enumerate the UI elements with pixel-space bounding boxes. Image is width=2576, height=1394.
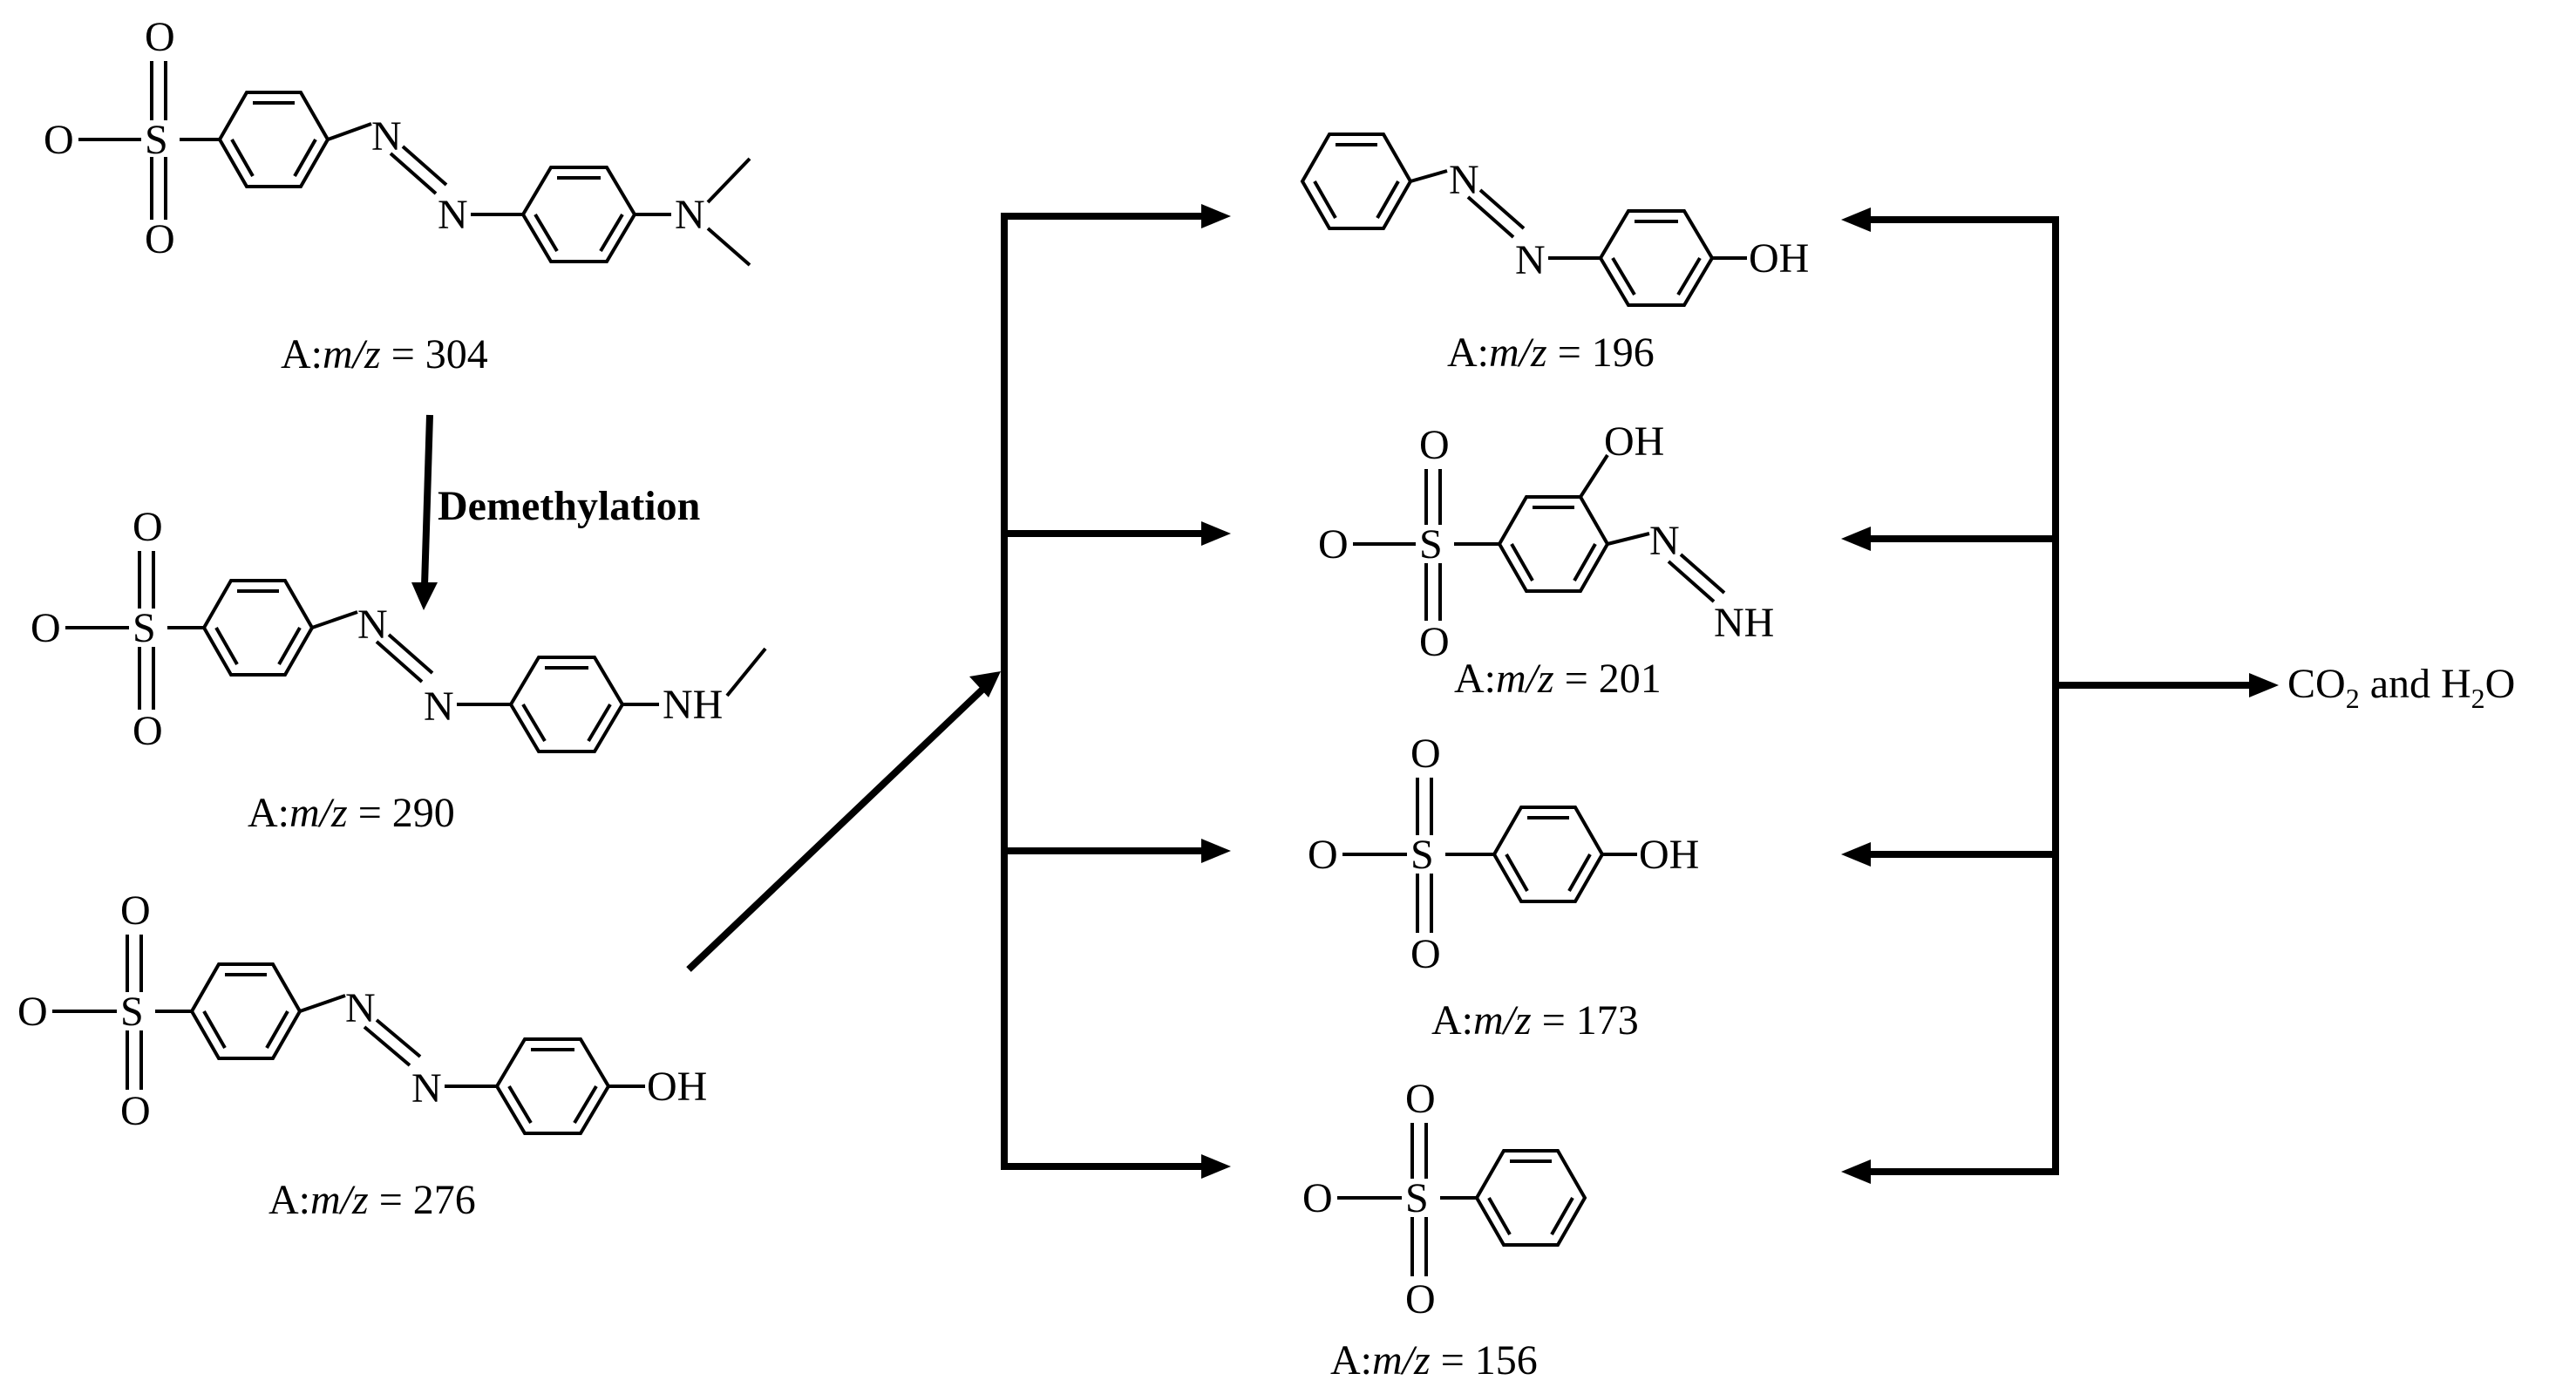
compound-label: A:m/z = 196: [1447, 330, 1655, 376]
bond: [1478, 188, 1526, 230]
atom-o-left: O: [44, 117, 74, 163]
bond: [363, 1025, 411, 1067]
compound-label: A:m/z = 173: [1431, 997, 1639, 1044]
atom-n1: N: [371, 113, 402, 160]
demethylation-label: Demethylation: [438, 483, 700, 529]
benzene-ring: [189, 962, 302, 1060]
atom-o-left: O: [1318, 521, 1349, 568]
bond: [1579, 453, 1609, 499]
substituent-label: OH: [647, 1064, 707, 1110]
benzene-ring: [508, 656, 625, 753]
atom-n1: N: [1649, 518, 1680, 564]
compound-label: A:m/z = 276: [268, 1177, 476, 1223]
compound-290: O S O O N N NH A:m/z = 290: [31, 504, 767, 836]
compound-156: O S O O A:m/z = 156: [1302, 1076, 1587, 1384]
benzene-ring: [1300, 133, 1413, 230]
bond: [1679, 553, 1726, 595]
compound-label: A:m/z = 156: [1330, 1337, 1538, 1384]
substituent-label: OH: [1604, 418, 1664, 465]
atom-o-top: O: [133, 504, 163, 550]
benzene-ring: [1497, 495, 1610, 593]
benzene-ring: [520, 166, 637, 263]
bond: [1466, 195, 1515, 239]
substituent-label: N: [675, 192, 705, 238]
atom-o-top: O: [1419, 422, 1450, 468]
final-products-label: CO2 and H2O: [2287, 661, 2515, 714]
substituent-label: OH: [1749, 235, 1809, 282]
bond: [1410, 169, 1448, 183]
compound-label: A:m/z = 201: [1454, 656, 1662, 702]
compound-173: O S O O OH A:m/z = 173: [1308, 731, 1699, 1044]
compound-304: O S O O N N N A:m/z = 304: [44, 14, 751, 377]
atom-s: S: [1419, 521, 1443, 568]
compound-201: O S O O OH N NH A:m/z = 201: [1318, 418, 1774, 702]
atom-s: S: [1405, 1175, 1429, 1221]
atom-o-bottom: O: [1410, 931, 1441, 977]
substituent-label: OH: [1639, 832, 1699, 878]
atom-o-top: O: [120, 887, 151, 934]
bond: [387, 633, 434, 675]
benzene-ring: [217, 91, 330, 188]
atom-o-bottom: O: [1419, 619, 1450, 665]
atom-n2: N: [1515, 237, 1546, 283]
benzene-ring: [1474, 1149, 1587, 1247]
atom-o-left: O: [31, 605, 61, 651]
compound-196: N N OH A:m/z = 196: [1300, 133, 1809, 376]
atom-n2: N: [411, 1065, 442, 1112]
substituent-label: NH: [663, 682, 723, 728]
bond: [327, 122, 372, 141]
atom-o-bottom: O: [145, 216, 175, 262]
bond: [375, 640, 424, 683]
atom-o-left: O: [1302, 1175, 1333, 1221]
methyl-bond: [725, 647, 767, 697]
bond: [401, 145, 448, 187]
atom-o-left: O: [17, 989, 48, 1035]
methyl-bond: [706, 157, 751, 204]
arrow-276-to-bracket: [686, 671, 1001, 972]
atom-n2: N: [438, 192, 468, 238]
bond: [1607, 532, 1650, 546]
bond: [311, 610, 358, 629]
compound-276: O S O O N N OH A:m/z = 276: [17, 887, 707, 1223]
bond: [389, 152, 438, 195]
atom-n2: N: [424, 683, 454, 730]
atom-o-left: O: [1308, 832, 1338, 878]
benzene-ring: [1598, 209, 1715, 307]
methyl-bond: [706, 227, 751, 267]
atom-n1: N: [357, 602, 388, 648]
benzene-ring: [1492, 806, 1605, 903]
atom-s: S: [133, 605, 156, 651]
bond: [299, 994, 346, 1013]
atom-n1: N: [1449, 157, 1479, 203]
benzene-ring: [494, 1037, 611, 1135]
compound-label: A:m/z = 304: [281, 331, 488, 377]
compound-label: A:m/z = 290: [248, 790, 455, 836]
atom-s: S: [1410, 832, 1434, 878]
bond: [375, 1018, 422, 1058]
benzene-ring: [201, 579, 315, 677]
atom-nh: NH: [1714, 600, 1774, 646]
right-bracket: [1841, 207, 2279, 1184]
left-bracket: [1001, 204, 1231, 1179]
atom-o-bottom: O: [1405, 1276, 1436, 1323]
atom-o-bottom: O: [120, 1088, 151, 1134]
atom-o-top: O: [1410, 731, 1441, 777]
atom-n1: N: [345, 985, 376, 1031]
atom-s: S: [120, 989, 144, 1035]
atom-o-top: O: [145, 14, 175, 60]
atom-s: S: [145, 117, 168, 163]
atom-o-top: O: [1405, 1076, 1436, 1122]
atom-o-bottom: O: [133, 708, 163, 754]
demethylation-arrow: [411, 414, 438, 610]
bond: [1667, 560, 1716, 603]
